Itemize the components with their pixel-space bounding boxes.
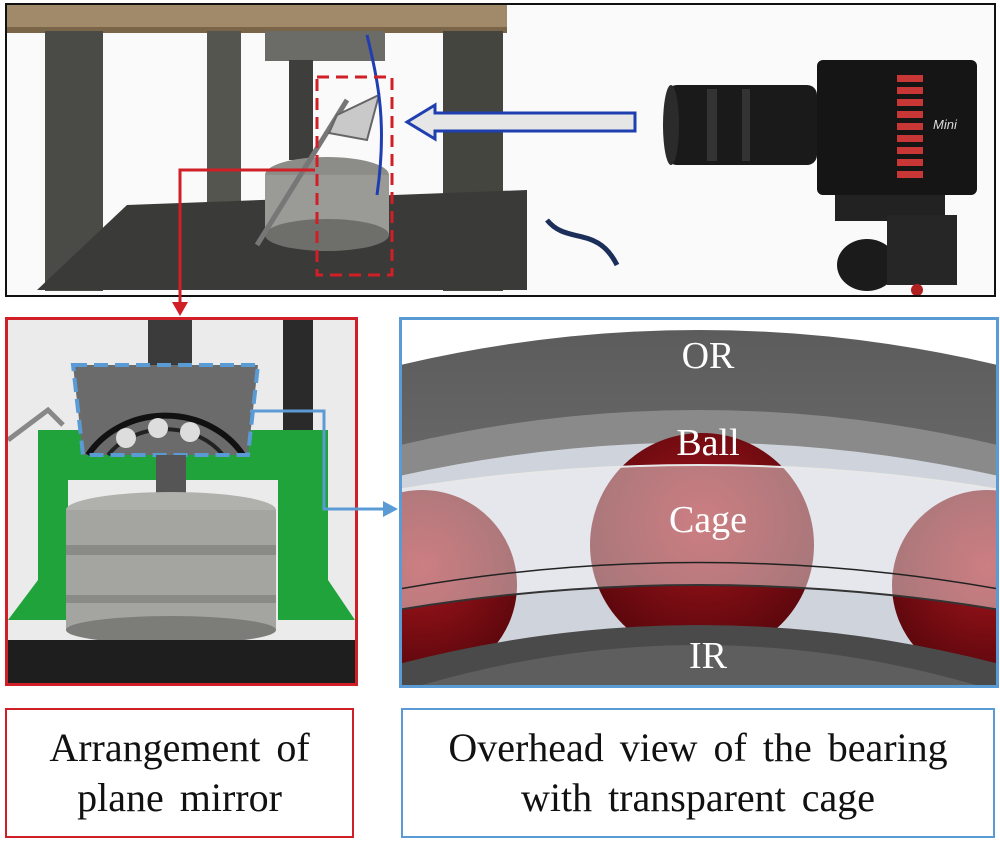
caption-right-line1: Overhead view of the bearing: [448, 725, 948, 770]
blue-arrow: [404, 102, 637, 142]
caption-right-line2: with transparent cage: [520, 775, 876, 820]
label-ball: Ball: [676, 422, 739, 464]
bearing-overhead-diagram: OR Ball Cage IR: [399, 317, 999, 688]
label-inner-ring: IR: [689, 635, 728, 677]
caption-overhead-view: Overhead view of the bearing with transp…: [401, 708, 995, 838]
caption-mirror-arrangement: Arrangement of plane mirror: [5, 708, 354, 838]
label-cage: Cage: [669, 499, 747, 541]
caption-left-line2: plane mirror: [77, 775, 282, 820]
camera-brand-label: Mini: [933, 117, 958, 132]
label-outer-ring: OR: [682, 335, 735, 377]
mirror-arrangement-photo: [5, 317, 358, 686]
test-rig-photo: Mini: [5, 3, 996, 297]
caption-left-line1: Arrangement of: [49, 725, 310, 770]
